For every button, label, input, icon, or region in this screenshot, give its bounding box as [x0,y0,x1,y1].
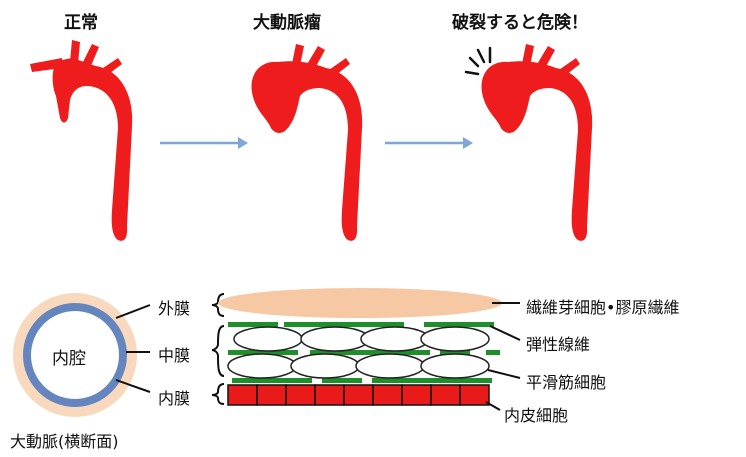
adventitia-layer [218,288,502,318]
normal-aorta [30,40,132,241]
cross-section-caption: 大動脈(横断面) [10,428,119,452]
aneurysm-aorta [251,44,362,241]
arrow-aneurysm-to-rupture [385,137,473,149]
layer-label-media: 中膜 [158,342,190,366]
component-label-endothelial: 内皮細胞 [504,402,568,426]
component-label-elastic: 弾性線維 [526,331,590,355]
rupture-burst-marks [466,48,490,74]
layer-label-adventitia: 外膜 [158,295,190,319]
layer-braces [212,294,224,404]
component-leaders [486,303,520,410]
component-label-smooth-muscle: 平滑筋細胞 [526,369,606,393]
arrow-normal-to-aneurysm [160,137,248,149]
rupture-aorta [481,44,592,241]
endothelial-cells [228,385,489,405]
lumen-label: 内腔 [52,344,86,369]
layer-label-intima: 内膜 [158,385,190,409]
component-label-fibroblast: 繊維芽細胞•膠原繊維 [526,294,679,318]
